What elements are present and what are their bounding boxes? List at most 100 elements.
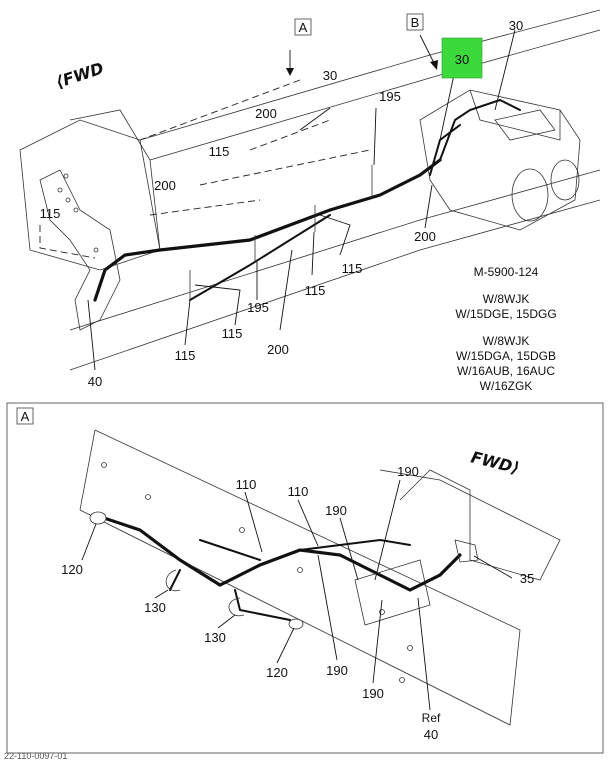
bolt — [297, 567, 303, 573]
leader-130-a — [154, 589, 169, 599]
leader-115-c — [39, 225, 96, 259]
detail-harness-upper-run — [299, 538, 411, 551]
mounting-plate — [354, 559, 431, 626]
clip-130-b — [228, 597, 245, 617]
detail-marker-box — [16, 407, 34, 425]
harness-lower-run — [189, 214, 331, 301]
bolt — [101, 462, 107, 468]
callout-30-mid: 30 — [323, 68, 337, 83]
view-a-marker-box — [294, 18, 312, 36]
callout-190-a: 190 — [325, 503, 347, 518]
leader-110-b — [297, 499, 319, 547]
callout-130-b: 130 — [204, 630, 226, 645]
view-b-marker-box — [406, 13, 424, 31]
leader-120-a — [81, 523, 97, 561]
bolt — [65, 197, 71, 203]
applicability-1-line-2: W/15DGE, 15DGG — [455, 307, 556, 321]
applicability-2-line-1: W/8WJK — [483, 334, 530, 348]
callout-115-f: 115 — [175, 348, 196, 363]
callout-120-a: 120 — [61, 562, 83, 577]
bolt — [93, 247, 99, 253]
callout-110-b: 110 — [288, 484, 309, 499]
applicability-1-line-1: W/8WJK — [483, 292, 530, 306]
clip-130-a — [165, 569, 181, 592]
leader-190-a — [339, 517, 359, 581]
callout-115-d: 115 — [305, 283, 326, 298]
leader-35 — [473, 555, 513, 579]
battery-box-outline — [419, 89, 581, 231]
harness-branch — [429, 124, 461, 176]
detail-harness-branches — [169, 539, 291, 621]
detail-frame — [6, 402, 604, 754]
connector-35 — [454, 539, 479, 563]
highlight-callout-box — [441, 37, 483, 79]
highlight-callout-label: 30 — [455, 52, 469, 67]
fwd-label-detail: FWD⟩ — [469, 447, 521, 477]
callout-120-b: 120 — [266, 665, 288, 680]
callout-190-b: 190 — [397, 464, 419, 479]
detail-bracket-edge — [399, 469, 471, 560]
callout-130-a: 130 — [144, 600, 166, 615]
detail-wiring-harness — [93, 513, 462, 592]
leader-200-b — [249, 119, 331, 151]
leader-115-e — [311, 231, 315, 276]
applicability-2-line-3: W/16AUB, 16AUC — [457, 364, 555, 378]
view-a-arrowhead — [286, 68, 294, 76]
frame-rail-top-edge — [139, 9, 601, 141]
detail-bracket-outline — [379, 469, 561, 581]
bolt — [145, 494, 151, 500]
callout-190-d: 190 — [362, 686, 384, 701]
callout-115-a: 115 — [209, 144, 230, 159]
air-tank-end — [511, 168, 549, 222]
callout-110-a: 110 — [236, 477, 257, 492]
leader-110-a — [244, 491, 263, 553]
detail-frame-rail — [79, 429, 521, 726]
leader-195-a — [373, 107, 377, 166]
leader-115-g — [184, 299, 191, 346]
model-code: M-5900-124 — [474, 265, 539, 279]
front-mount-outline — [39, 169, 121, 331]
callout-115-b: 115 — [40, 206, 61, 221]
bolt — [239, 527, 245, 533]
leader-30-mid — [299, 107, 331, 131]
callout-ref-label: Ref — [422, 711, 441, 725]
callout-30-right: 30 — [509, 18, 523, 33]
leader-190-d — [372, 599, 383, 684]
detail-view-a: A FWD⟩ — [6, 402, 604, 754]
leader-30-right — [494, 29, 516, 111]
leader-200-d — [279, 249, 293, 331]
bolt — [73, 207, 79, 213]
view-a-marker: A — [299, 20, 308, 35]
fwd-label-top: ⟨FWD — [53, 59, 106, 92]
callout-35: 35 — [520, 571, 534, 586]
leader-200-c — [424, 184, 433, 229]
leader-190-b — [374, 479, 401, 581]
leader-190-c — [317, 554, 338, 661]
bolt — [399, 677, 405, 683]
battery-box-top — [469, 89, 561, 141]
clip-posts — [189, 165, 373, 300]
leader-115-b — [149, 199, 261, 216]
detail-frame-rail-end — [79, 429, 96, 511]
frame-rail-upper-edge — [149, 29, 601, 161]
leader-115-f — [194, 284, 241, 326]
leader-40 — [87, 299, 96, 371]
front-bracket-edge — [69, 109, 161, 251]
bolt — [407, 645, 413, 651]
battery-cover — [494, 109, 556, 141]
leader-130-b — [217, 614, 236, 629]
bolt — [63, 173, 69, 179]
leader-ref-40 — [417, 597, 431, 711]
callout-200-a: 200 — [255, 106, 277, 121]
callout-40: 40 — [88, 374, 102, 389]
top-view: A B ⟨FWD 30 30 30 200 195 115 200 115 20… — [19, 9, 601, 393]
callout-200-c: 200 — [414, 229, 436, 244]
callout-195-a: 195 — [379, 89, 401, 104]
leader-200-a — [139, 79, 301, 141]
view-b-marker: B — [411, 15, 420, 30]
callout-190-c: 190 — [326, 663, 348, 678]
air-tank-end-2 — [550, 159, 580, 201]
callout-195-b: 195 — [247, 300, 269, 315]
detail-view-marker: A — [21, 409, 30, 424]
